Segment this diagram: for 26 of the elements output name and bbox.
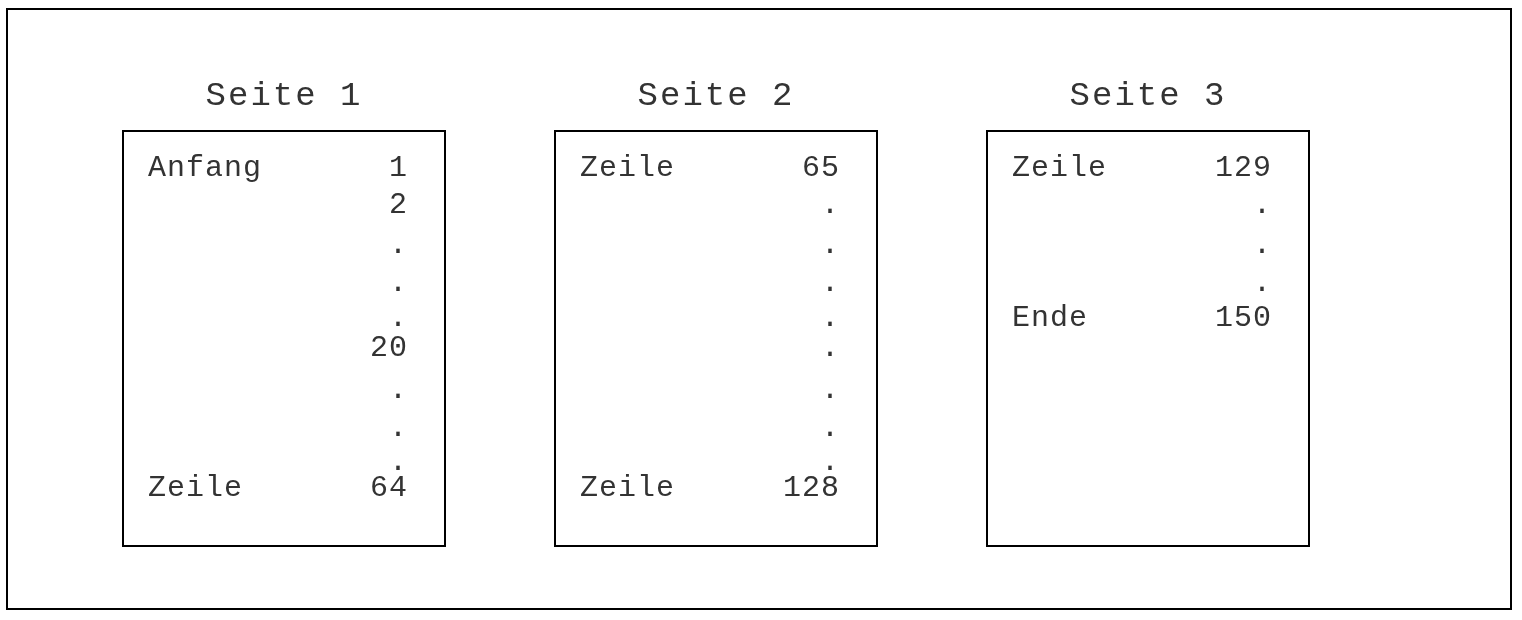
line-label: Anfang — [148, 150, 263, 186]
line-number: . — [1253, 187, 1272, 223]
line-number: 2 — [389, 187, 408, 223]
line-number: . — [389, 372, 408, 408]
line-number: . — [821, 372, 840, 408]
page-heading: Seite 3 — [1068, 76, 1228, 117]
line-number: . — [389, 265, 408, 301]
page-heading: Seite 1 — [204, 76, 364, 117]
line-number: 129 — [1215, 150, 1272, 186]
line-number: . — [821, 265, 840, 301]
page-heading: Seite 2 — [636, 76, 796, 117]
line-label: Ende — [1012, 300, 1088, 336]
line-label: Zeile — [148, 470, 243, 506]
line-number: . — [821, 410, 840, 446]
line-number: . — [389, 410, 408, 446]
line-number: 1 — [389, 150, 408, 186]
line-number: 65 — [802, 150, 840, 186]
line-label: Zeile — [580, 150, 675, 186]
line-number: . — [389, 227, 408, 263]
line-number: . — [1253, 265, 1272, 301]
line-number: . — [821, 187, 840, 223]
line-number: 150 — [1215, 300, 1272, 336]
line-label: Zeile — [580, 470, 675, 506]
line-number: . — [1253, 227, 1272, 263]
line-label: Zeile — [1012, 150, 1107, 186]
line-number: . — [821, 227, 840, 263]
